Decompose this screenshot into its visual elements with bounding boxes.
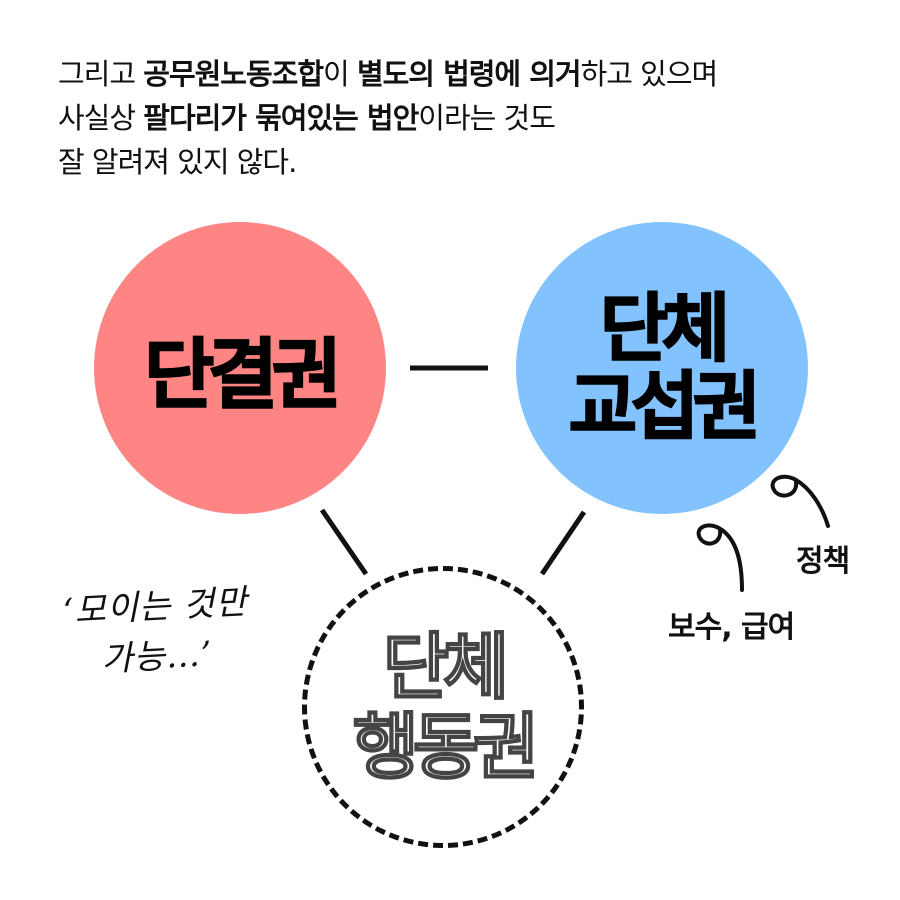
action-right-circle: 단체 행동권 [302,566,584,848]
connector-blue-dashed [539,510,587,576]
handwritten-note-line-1: ‘모이는 것만 [61,582,249,632]
action-right-label-line-1: 단체 [382,625,511,709]
policy-curl-arrow [770,474,830,528]
action-right-label-line-2: 행동권 [352,705,541,789]
handwritten-note: ‘모이는 것만 가능…’ [62,577,252,687]
intro-line-2-part-c: 이라는 것도 [418,101,556,135]
intro-line-2-bold-bound: 팔다리가 묶여있는 법안 [143,101,419,135]
intro-line-2-part-a: 사실상 [58,101,144,135]
intro-line-1-bold-law: 별도의 법령에 의거 [356,57,582,91]
pay-note: 보수, 급여 [668,610,795,645]
intro-line-1-bold-union: 공무원노동조합 [143,57,324,91]
bargaining-right-label-line-2: 교섭권 [568,364,762,450]
bargaining-right-circle: 단체 교섭권 [516,222,808,514]
solidarity-right-label: 단결권 [143,329,343,420]
intro-line-2: 사실상 팔다리가 묶여있는 법안이라는 것도 [58,96,858,140]
intro-text: 그리고 공무원노동조합이 별도의 법령에 의거하고 있으며 사실상 팔다리가 묶… [58,52,858,184]
intro-line-1-part-c: 이 [323,57,357,91]
solidarity-right-circle: 단결권 [94,222,386,514]
pay-curl-arrow [696,523,744,592]
intro-line-1-part-a: 그리고 [58,57,144,91]
policy-note: 정책 [796,544,850,579]
handwritten-note-line-2: 가능…’ [100,634,214,680]
connector-red-dashed [319,508,369,576]
intro-line-1: 그리고 공무원노동조합이 별도의 법령에 의거하고 있으며 [58,52,858,96]
bargaining-right-label-line-1: 단체 [599,286,731,372]
intro-line-3: 잘 알려져 있지 않다. [58,145,297,179]
intro-line-1-part-e: 하고 있으며 [580,57,719,91]
